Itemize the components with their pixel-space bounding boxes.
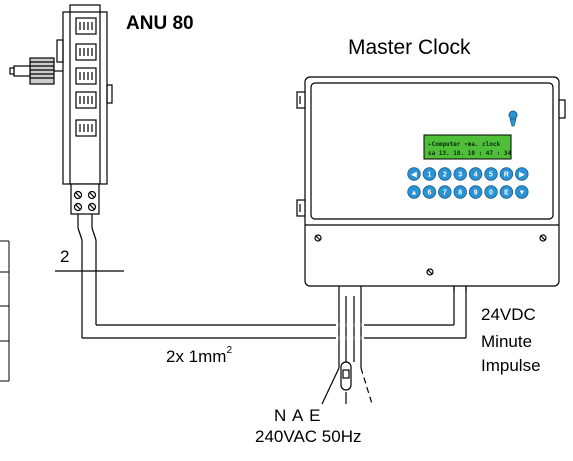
terminal-block-1 — [75, 17, 97, 35]
cable-spec-main: 2x 1mm — [166, 347, 227, 366]
output-voltage-label: 24VDC — [481, 305, 536, 324]
lcd-line-1: ▸Computer ▾ma. clock — [428, 141, 501, 148]
keypad-key-r1-6[interactable]: 5 — [484, 167, 498, 181]
output-impulse-label: Impulse — [481, 356, 541, 375]
keypad-key-label: 0 — [489, 190, 493, 197]
keypad-key-label: 1 — [427, 172, 431, 179]
keypad-key-circle[interactable] — [438, 185, 452, 199]
keypad-key-circle[interactable] — [515, 185, 529, 199]
keypad-key-label: E — [504, 190, 509, 197]
keypad-key-label: 5 — [489, 172, 493, 179]
keypad-key-circle[interactable] — [438, 167, 452, 181]
keypad-key-r1-8[interactable]: ▶ — [515, 167, 529, 181]
keypad-key-label: R — [504, 172, 509, 179]
keypad: ◀ 1 2 3 4 5 R ▶ ▲ 6 7 8 9 0 E ▼ — [407, 167, 529, 199]
terminal-block-2 — [75, 43, 97, 61]
keypad-key-label: 3 — [458, 172, 462, 179]
keypad-key-label: 9 — [474, 190, 478, 197]
keypad-key-circle[interactable] — [453, 167, 467, 181]
keypad-key-r1-2[interactable]: 1 — [422, 167, 437, 181]
bottom-terminals — [70, 183, 100, 215]
keypad-key-r2-6[interactable]: 0 — [484, 185, 498, 199]
keypad-key-circle[interactable] — [484, 167, 498, 181]
output-minute-label: Minute — [481, 332, 533, 351]
left-partial-box — [0, 240, 10, 382]
master-clock-title: Master Clock — [348, 36, 471, 59]
keypad-key-r1-3[interactable]: 2 — [438, 167, 452, 181]
cable-spec-label: 2x 1mm2 — [166, 345, 233, 367]
wire-count-label: 2 — [60, 247, 70, 266]
keypad-key-circle[interactable] — [468, 185, 483, 199]
keypad-key-label: ◀ — [410, 172, 417, 179]
keypad-key-label: 2 — [443, 172, 447, 179]
keypad-key-label: 7 — [443, 190, 447, 197]
keypad-key-r2-4[interactable]: 8 — [453, 185, 467, 199]
keypad-key-label: 8 — [458, 190, 462, 197]
keypad-key-label: 6 — [427, 190, 431, 197]
keypad-key-circle[interactable] — [468, 167, 483, 181]
lcd-line-2: sa 13. 10. 10 : 47 : 34 — [428, 150, 511, 157]
keypad-key-r2-2[interactable]: 6 — [422, 185, 437, 199]
terminal-block-5 — [75, 119, 97, 137]
keypad-key-circle[interactable] — [422, 167, 437, 181]
keypad-key-r2-7[interactable]: E — [499, 185, 514, 199]
keypad-key-r1-1[interactable]: ◀ — [407, 167, 421, 181]
power-cable — [321, 296, 373, 405]
terminal-block-4 — [75, 91, 97, 109]
screw-icons — [314, 234, 547, 276]
keypad-key-circle[interactable] — [453, 185, 467, 199]
keypad-key-r2-3[interactable]: 7 — [438, 185, 452, 199]
keypad-key-circle[interactable] — [422, 185, 437, 199]
keypad-key-label: 4 — [474, 172, 478, 179]
keypad-key-label: ▲ — [411, 190, 418, 197]
keypad-key-r2-8[interactable]: ▼ — [515, 185, 529, 199]
lcd-display: ▸Computer ▾ma. clock sa 13. 10. 10 : 47 … — [423, 134, 512, 160]
master-clock-enclosure — [296, 76, 566, 296]
keypad-key-r1-4[interactable]: 3 — [453, 167, 467, 181]
terminal-block-3 — [75, 67, 97, 85]
keypad-key-r2-5[interactable]: 9 — [468, 185, 483, 199]
antenna-connector-icon — [9, 57, 63, 85]
keypad-key-r1-5[interactable]: 4 — [468, 167, 483, 181]
cable-crossing — [336, 318, 364, 345]
keypad-key-circle[interactable] — [499, 167, 514, 181]
anu80-title: ANU 80 — [126, 13, 194, 34]
keypad-key-label: ▶ — [518, 172, 525, 179]
keypad-key-r1-7[interactable]: R — [499, 167, 514, 181]
keypad-key-label: ▼ — [518, 190, 525, 197]
supply-voltage-label: 240VAC 50Hz — [255, 427, 362, 446]
status-indicator-icon — [508, 110, 518, 127]
cable-spec-exponent: 2 — [226, 345, 233, 357]
anu80-module — [9, 4, 113, 215]
keypad-key-circle[interactable] — [484, 185, 498, 199]
keypad-key-circle[interactable] — [407, 167, 421, 181]
supply-conductor-labels: N A E — [274, 406, 322, 425]
keypad-key-r2-1[interactable]: ▲ — [407, 185, 421, 199]
keypad-key-circle[interactable] — [499, 185, 514, 199]
keypad-key-circle[interactable] — [515, 167, 529, 181]
keypad-key-circle[interactable] — [407, 185, 421, 199]
cable-run — [55, 214, 467, 339]
